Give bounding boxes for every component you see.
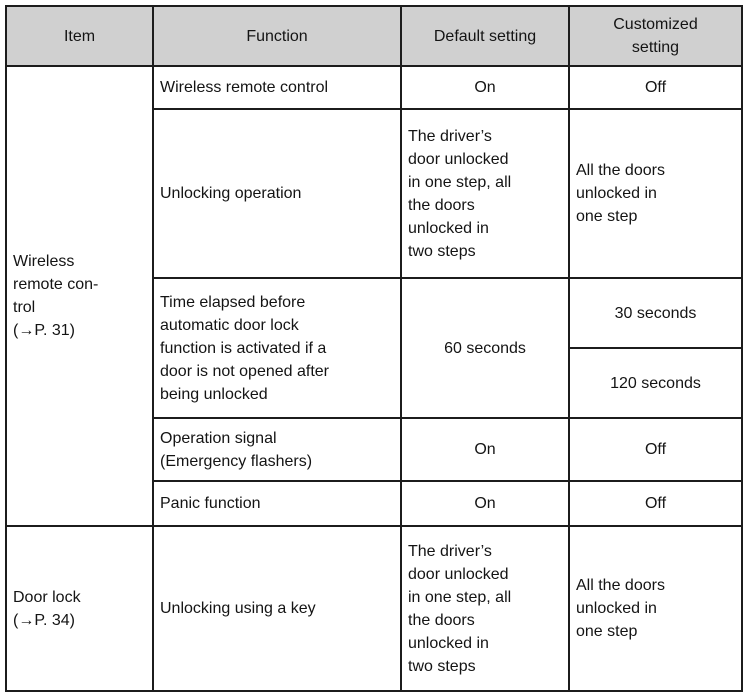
header-row: Item Function Default setting Customized…: [5, 5, 743, 67]
function-operation-signal: Operation signal (Emergency flashers): [152, 417, 402, 482]
customized-wireless-remote-control: Off: [568, 65, 743, 110]
table-row-unlocking-operation: Unlocking operation The driver’s door un…: [6, 108, 743, 279]
customized-unlocking-operation: All the doors unlocked in one step: [568, 108, 743, 279]
customized-auto-door-lock-time-30: 30 seconds: [568, 277, 743, 349]
item-wireless-remote-control: Wireless remote con- trol (→P. 31): [5, 65, 154, 527]
table-row-operation-signal: Operation signal (Emergency flashers) On…: [6, 417, 743, 482]
header-function: Function: [152, 5, 402, 67]
table-row-panic-function: Panic function On Off: [6, 480, 743, 527]
table-row-auto-door-lock-time-120: 120 seconds: [6, 347, 743, 419]
customized-panic-function: Off: [568, 480, 743, 527]
header-customized-setting: Customized setting: [568, 5, 743, 67]
default-unlocking-using-key: The driver’s door unlocked in one step, …: [400, 525, 570, 692]
function-wireless-remote-control: Wireless remote control: [152, 65, 402, 110]
header-item: Item: [5, 5, 154, 67]
function-auto-door-lock-time: Time elapsed before automatic door lock …: [152, 277, 402, 419]
function-unlocking-operation: Unlocking operation: [152, 108, 402, 279]
customized-operation-signal: Off: [568, 417, 743, 482]
default-operation-signal: On: [400, 417, 570, 482]
customized-auto-door-lock-time-120: 120 seconds: [568, 347, 743, 419]
function-unlocking-using-key: Unlocking using a key: [152, 525, 402, 692]
item-door-lock: Door lock (→P. 34): [5, 525, 154, 692]
table-row-wireless-remote-control: Wireless remote con- trol (→P. 31) Wirel…: [5, 65, 743, 527]
default-unlocking-operation: The driver’s door unlocked in one step, …: [400, 108, 570, 279]
function-panic-function: Panic function: [152, 480, 402, 527]
table-row-door-lock-unlocking-key: Door lock (→P. 34) Unlocking using a key…: [5, 525, 743, 692]
default-auto-door-lock-time: 60 seconds: [400, 277, 570, 419]
header-default-setting: Default setting: [400, 5, 570, 67]
customization-settings-table: Item Function Default setting Customized…: [5, 5, 743, 692]
default-wireless-remote-control: On: [400, 65, 570, 110]
customized-unlocking-using-key: All the doors unlocked in one step: [568, 525, 743, 692]
table-row-auto-door-lock-time: Time elapsed before automatic door lock …: [6, 277, 743, 419]
default-panic-function: On: [400, 480, 570, 527]
